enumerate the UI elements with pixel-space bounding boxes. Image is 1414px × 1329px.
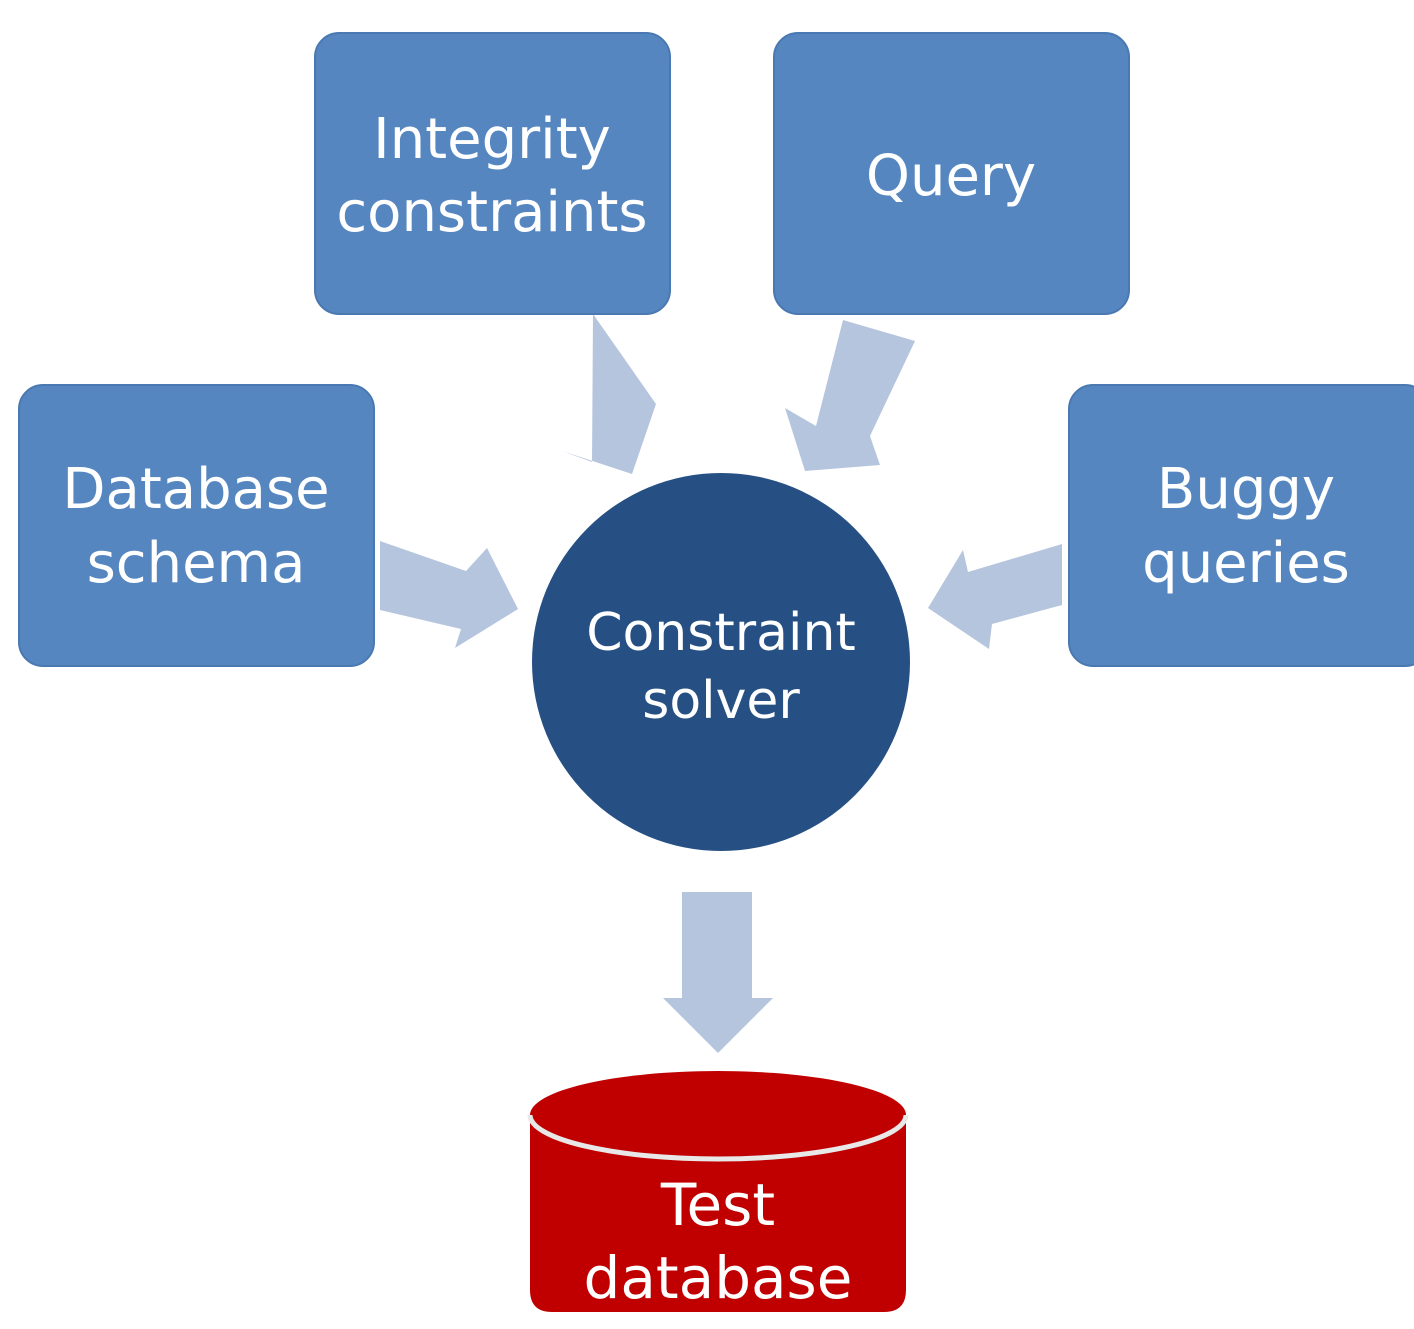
integrity-label-line1: Integrity	[373, 107, 611, 172]
arrow-integrity-to-solver	[529, 314, 656, 474]
node-constraint-solver: Constraint solver	[532, 473, 910, 851]
arrow-solver-to-testdb	[663, 892, 773, 1053]
buggy-label-line1: Buggy	[1157, 457, 1335, 522]
testdb-label-line1: Test	[660, 1171, 775, 1239]
node-test-database: Test database	[527, 1071, 909, 1312]
node-buggy-queries: Buggy queries	[1068, 384, 1414, 667]
schema-label-line1: Database	[62, 457, 329, 522]
node-integrity-constraints: Integrity constraints	[314, 32, 671, 315]
solver-label-line1: Constraint	[586, 603, 856, 663]
node-query: Query	[773, 32, 1130, 315]
arrow-schema-to-solver	[380, 541, 518, 648]
buggy-label-line2: queries	[1142, 531, 1350, 596]
arrow-buggy-to-solver	[928, 544, 1062, 649]
integrity-label-line2: constraints	[336, 180, 647, 245]
schema-label-line2: schema	[87, 531, 306, 596]
query-label: Query	[866, 144, 1036, 209]
testdb-label-line2: database	[584, 1244, 853, 1312]
node-database-schema: Database schema	[18, 384, 375, 667]
arrow-query-to-solver	[785, 320, 915, 471]
arrows	[380, 314, 1062, 1053]
solver-label-line2: solver	[642, 671, 800, 731]
